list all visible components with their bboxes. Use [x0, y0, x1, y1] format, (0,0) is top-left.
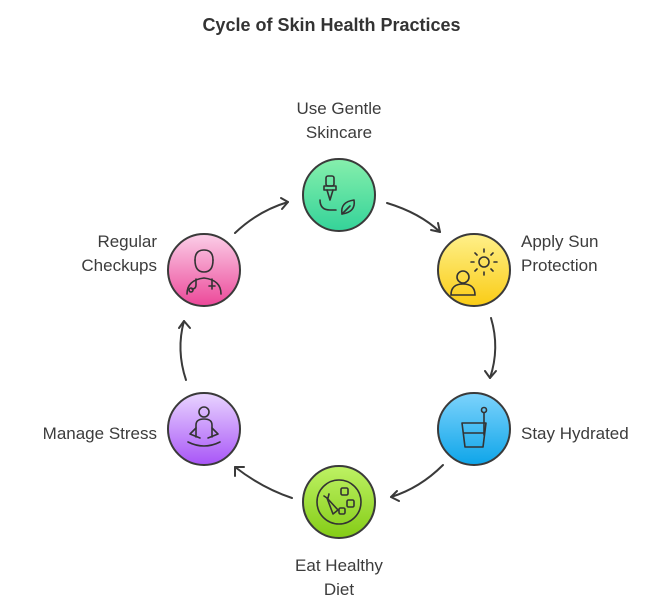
label-sun-line-1: Apply Sun [521, 232, 599, 251]
node-stay-hydrated [437, 392, 511, 466]
label-stay-hydrated: Stay Hydrated [521, 422, 661, 446]
dropper-leaf-icon [319, 175, 356, 215]
doctor-icon [186, 249, 222, 295]
arrow-gentle-to-sun [386, 202, 441, 233]
node-regular-checkups [167, 233, 241, 307]
node-circle-stress [167, 392, 241, 466]
arrow-stress-to-checkups [178, 320, 191, 381]
label-manage-stress: Manage Stress [5, 422, 157, 446]
diagram-title: Cycle of Skin Health Practices [202, 15, 461, 35]
node-manage-stress [167, 392, 241, 466]
glass-straw-icon [461, 406, 488, 448]
label-gentle-skincare: Use Gentle Skincare [239, 97, 439, 145]
label-diet-line-1: Eat Healthy [295, 556, 383, 575]
healthy-plate-icon [316, 479, 362, 525]
node-circle-hydrate [437, 392, 511, 466]
node-circle-checkups [167, 233, 241, 307]
label-healthy-diet: Eat Healthy Diet [239, 554, 439, 602]
label-gentle-line-2: Skincare [305, 123, 373, 142]
arrow-hydrate-to-diet [390, 464, 444, 502]
node-gentle-skincare [302, 158, 376, 232]
label-sun-line-2: Protection [521, 256, 598, 275]
node-circle-sun [437, 233, 511, 307]
sun-person-icon [450, 248, 498, 296]
node-circle-diet [302, 465, 376, 539]
node-circle-gentle [302, 158, 376, 232]
label-checkups-line-2: Checkups [81, 256, 157, 275]
node-sun-protection [437, 233, 511, 307]
label-gentle-line-1: Use Gentle [296, 99, 382, 118]
arrow-checkups-to-gentle [234, 197, 289, 234]
label-stress-line-1: Manage Stress [42, 424, 157, 443]
arrow-sun-to-hydrate [484, 317, 497, 379]
meditation-icon [187, 406, 221, 447]
label-hydrate-line-1: Stay Hydrated [521, 424, 629, 443]
node-healthy-diet [302, 465, 376, 539]
label-sun-protection: Apply Sun Protection [521, 230, 661, 278]
arrow-diet-to-stress [234, 466, 293, 499]
label-regular-checkups: Regular Checkups [5, 230, 157, 278]
label-diet-line-2: Diet [323, 580, 355, 599]
label-checkups-line-1: Regular [97, 232, 157, 251]
